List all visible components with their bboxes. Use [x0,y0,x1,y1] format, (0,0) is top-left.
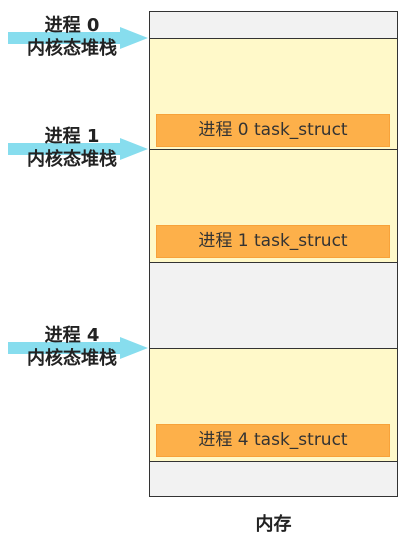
memory-column: 进程 0 task_struct 进程 1 task_struct 进程 4 t… [149,11,398,497]
free-segment-top [150,12,397,38]
free-segment-bottom [150,461,397,496]
process-4-label: 进程 4 内核态堆栈 [10,324,134,370]
memory-caption: 内存 [255,514,292,535]
process-0-name: 进程 0 [44,15,100,36]
process-1-stack-label: 内核态堆栈 [27,149,117,170]
process-1-name: 进程 1 [44,126,100,147]
process-1-label: 进程 1 内核态堆栈 [10,125,134,171]
process-4-task-struct: 进程 4 task_struct [156,424,390,457]
right-arrow-icon [8,138,148,160]
process-1-kernel-stack: 进程 1 task_struct [150,149,397,262]
process-0-kernel-stack: 进程 0 task_struct [150,38,397,149]
process-0-stack-label: 内核态堆栈 [27,38,117,59]
process-1-task-struct: 进程 1 task_struct [156,225,390,258]
free-segment-middle [150,262,397,348]
right-arrow-icon [8,337,148,359]
process-0-task-struct: 进程 0 task_struct [156,114,390,147]
process-4-stack-label: 内核态堆栈 [27,348,117,369]
right-arrow-icon [8,27,148,49]
process-4-kernel-stack: 进程 4 task_struct [150,348,397,461]
process-0-label: 进程 0 内核态堆栈 [10,14,134,60]
process-4-name: 进程 4 [44,325,100,346]
